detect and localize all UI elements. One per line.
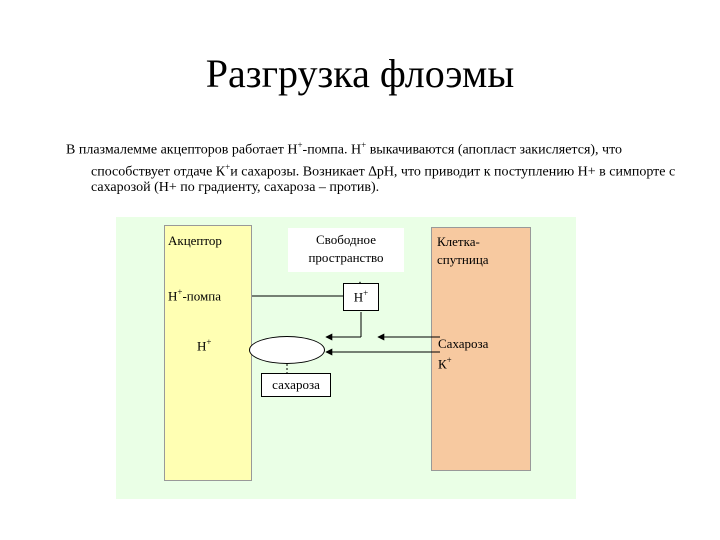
para-part-3: выкачиваются (апопласт закисляется), что…: [91, 142, 623, 180]
companion-line-2: спутница: [437, 252, 489, 267]
k-right-label: К+: [438, 352, 488, 372]
h-left-h: Н: [197, 338, 207, 354]
h-box-sup: +: [363, 288, 369, 298]
h-plus-box: Н+: [343, 283, 379, 311]
k-right-k: К: [438, 356, 447, 372]
companion-label: Клетка- спутница: [437, 233, 489, 269]
slide-title: Разгрузка флоэмы: [205, 51, 515, 96]
free-space-line-1: Свободное: [316, 232, 376, 247]
para-sup-2: +: [361, 140, 367, 150]
companion-line-1: Клетка-: [437, 234, 480, 249]
acceptor-label: Акцептор: [168, 233, 222, 248]
free-space-box: Свободное пространство: [288, 228, 404, 272]
companion-cell: [431, 227, 531, 471]
para-sup-1: +: [297, 140, 303, 150]
para-part-4: и сахарозы. Возникает ∆рН, что приводит …: [91, 164, 676, 196]
sucrose-box: сахароза: [261, 373, 331, 397]
h-left-sup: +: [206, 337, 212, 347]
sucrose-right-label: Сахароза: [438, 336, 489, 351]
pump-suffix: -помпа: [182, 288, 221, 304]
description-paragraph: В плазмалемме акцепторов работает Н+-пом…: [66, 137, 701, 196]
acceptor-cell: [164, 225, 252, 481]
pump-h: Н: [168, 288, 178, 304]
pump-label: Н+-помпа: [168, 284, 221, 304]
free-space-line-2: пространство: [308, 250, 384, 265]
h-box-h: Н: [353, 289, 364, 305]
para-sup-3: +: [225, 161, 231, 172]
pump-sup: +: [177, 287, 183, 297]
para-part-2: -помпа. Н: [302, 142, 362, 158]
k-right-sup: +: [446, 355, 452, 365]
para-part-1: В плазмалемме акцепторов работает Н: [66, 142, 298, 158]
symporter-ellipse: [249, 336, 325, 364]
h-left-label: Н+: [197, 334, 211, 354]
sucrose-k-label: Сахароза К+: [438, 336, 488, 372]
